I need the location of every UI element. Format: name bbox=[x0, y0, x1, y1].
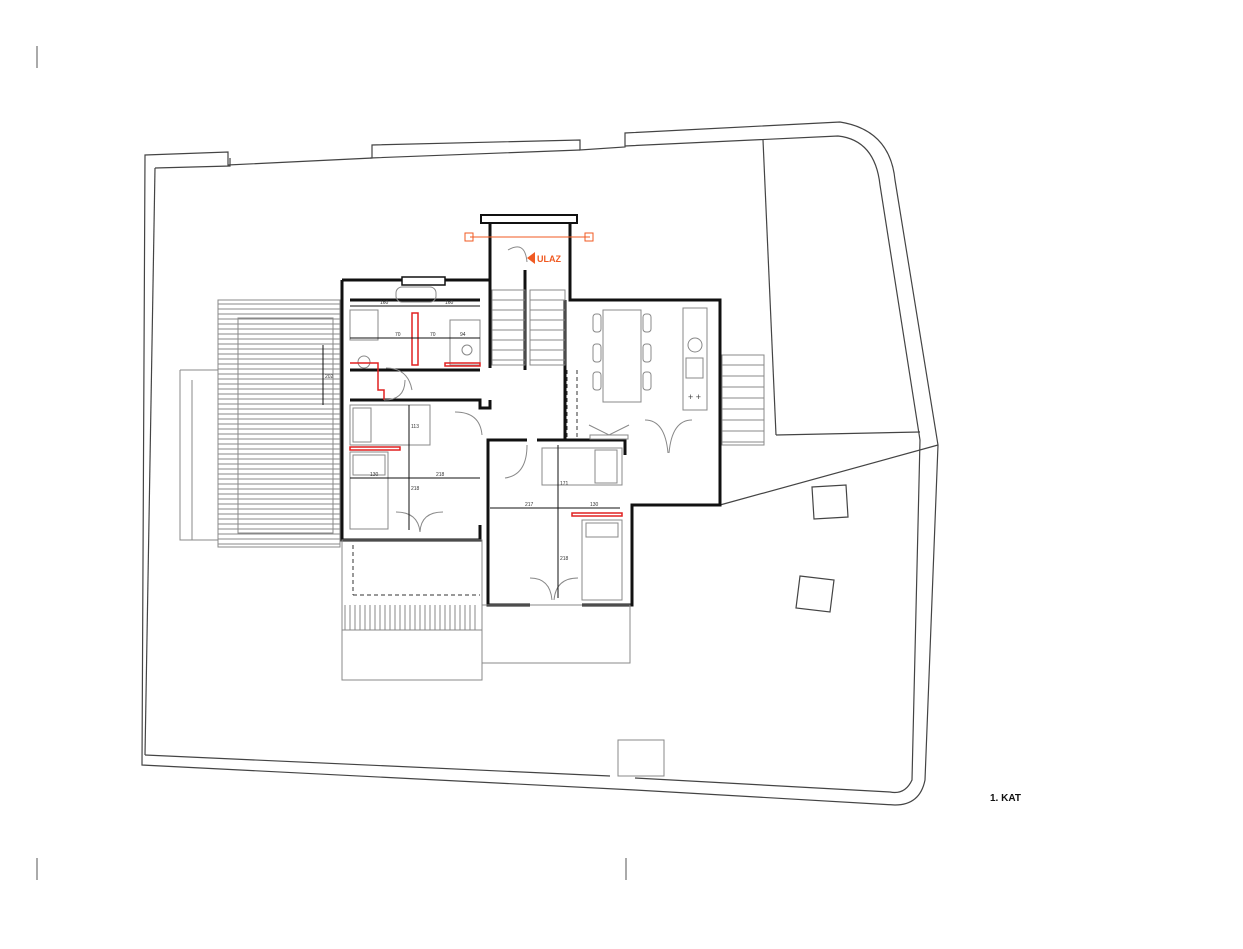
dimension-label: 202 bbox=[325, 374, 334, 380]
dimension-label: 160 bbox=[380, 300, 389, 306]
dimension-label: 218 bbox=[411, 486, 420, 492]
dimension-label: 218 bbox=[560, 556, 569, 562]
svg-text:+ +: + + bbox=[688, 392, 701, 402]
bathrooms bbox=[349, 286, 481, 401]
dimension-label: 94 bbox=[460, 332, 466, 338]
dimension-label: 217 bbox=[525, 502, 534, 508]
dimension-lines: 160 160 70 70 94 113 218 130 218 217 130… bbox=[350, 300, 620, 598]
pergola-left: 202 bbox=[179, 299, 341, 548]
floor-label: 1. KAT bbox=[990, 793, 1021, 804]
entrance-marker: ULAZ bbox=[464, 232, 594, 264]
dimension-label: 171 bbox=[560, 481, 569, 487]
dimension-label: 70 bbox=[430, 332, 436, 338]
chair bbox=[592, 343, 602, 363]
dimension-label: 113 bbox=[411, 424, 419, 430]
dimension-label: 218 bbox=[436, 472, 445, 478]
dimension-label: 160 bbox=[445, 300, 454, 306]
dimension-label: 130 bbox=[370, 472, 379, 478]
bedrooms bbox=[349, 404, 623, 601]
chair bbox=[642, 371, 652, 391]
building-walls bbox=[340, 214, 722, 607]
chair bbox=[592, 371, 602, 391]
staircase bbox=[344, 289, 765, 630]
dimension-label: 130 bbox=[590, 502, 599, 508]
crop-marks bbox=[36, 46, 627, 880]
balconies bbox=[341, 539, 665, 777]
site-boundary bbox=[141, 121, 939, 806]
dimension-label: 70 bbox=[395, 332, 401, 338]
chair bbox=[642, 313, 652, 333]
chair bbox=[642, 343, 652, 363]
kitchen-dining: + + bbox=[566, 307, 708, 454]
entrance-label: ULAZ bbox=[537, 254, 561, 264]
chair bbox=[592, 313, 602, 333]
